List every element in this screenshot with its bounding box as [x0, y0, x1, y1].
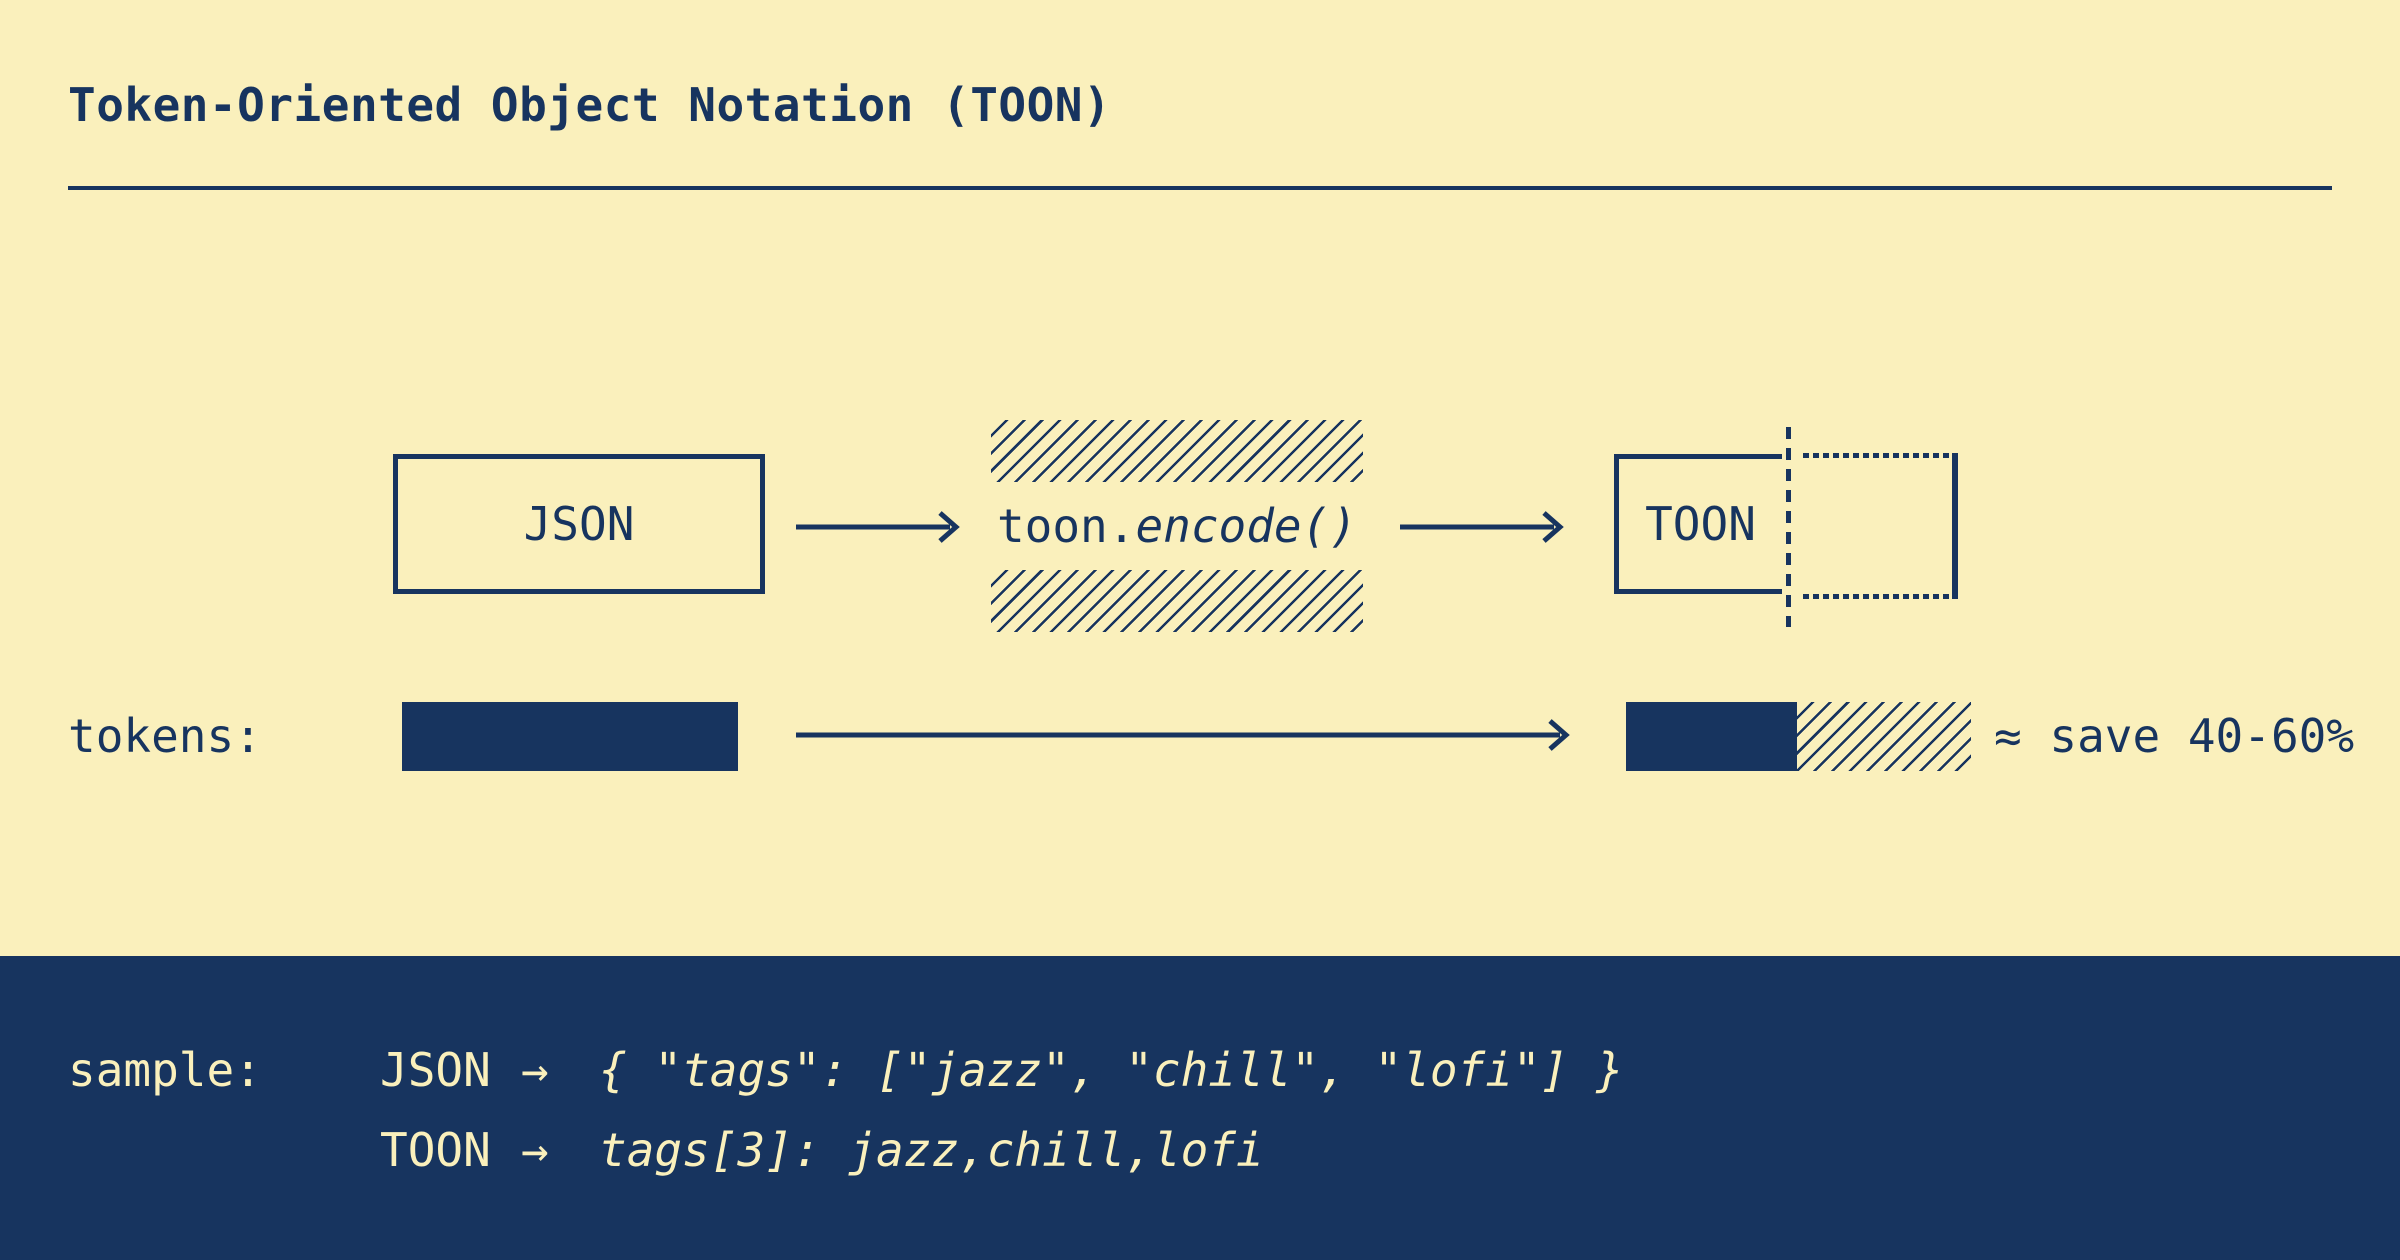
saved-space-box-right: [1952, 453, 1958, 599]
json-token-bar: [402, 702, 738, 771]
encoder-hatch-top: [991, 420, 1363, 482]
encoder-label: toon.encode(): [991, 498, 1363, 554]
saved-space-box-bottom: [1803, 594, 1953, 599]
sample-row-json-name: JSON: [380, 1043, 491, 1097]
toon-box-label: TOON: [1645, 497, 1756, 551]
sample-label: sample:: [68, 1043, 262, 1097]
sample-row-toon-code: tags[3]: jazz,chill,lofi: [599, 1123, 1264, 1177]
saved-token-bar-hatch: [1797, 702, 1971, 771]
encoder-prefix: toon.: [996, 499, 1136, 553]
toon-token-bar: [1626, 702, 1797, 771]
sample-row-json-code: { "tags": ["jazz", "chill", "lofi"] }: [599, 1043, 1624, 1097]
sample-row-json-arrow: →: [521, 1043, 549, 1097]
page-title: Token-Oriented Object Notation (TOON): [68, 78, 1112, 132]
title-divider: [68, 186, 2332, 190]
encoder-hatch-bottom: [991, 570, 1363, 632]
savings-label: ≈ save 40-60%: [1994, 709, 2355, 763]
sample-row-toon-arrow: →: [521, 1123, 549, 1177]
tokens-label: tokens:: [68, 709, 262, 763]
long-arrow-right-icon: [796, 719, 1570, 751]
arrow-right-icon: [1400, 511, 1564, 543]
sample-row-toon-name: TOON: [380, 1123, 491, 1177]
arrow-right-icon: [796, 511, 960, 543]
json-box-label: JSON: [523, 497, 635, 551]
toon-box: TOON: [1614, 454, 1782, 594]
saved-space-box-top: [1803, 453, 1953, 458]
cut-dashed-line: [1786, 427, 1791, 627]
json-box: JSON: [393, 454, 765, 594]
sample-panel: sample: JSON → { "tags": ["jazz", "chill…: [0, 956, 2400, 1260]
encoder-call: encode(): [1135, 499, 1358, 553]
